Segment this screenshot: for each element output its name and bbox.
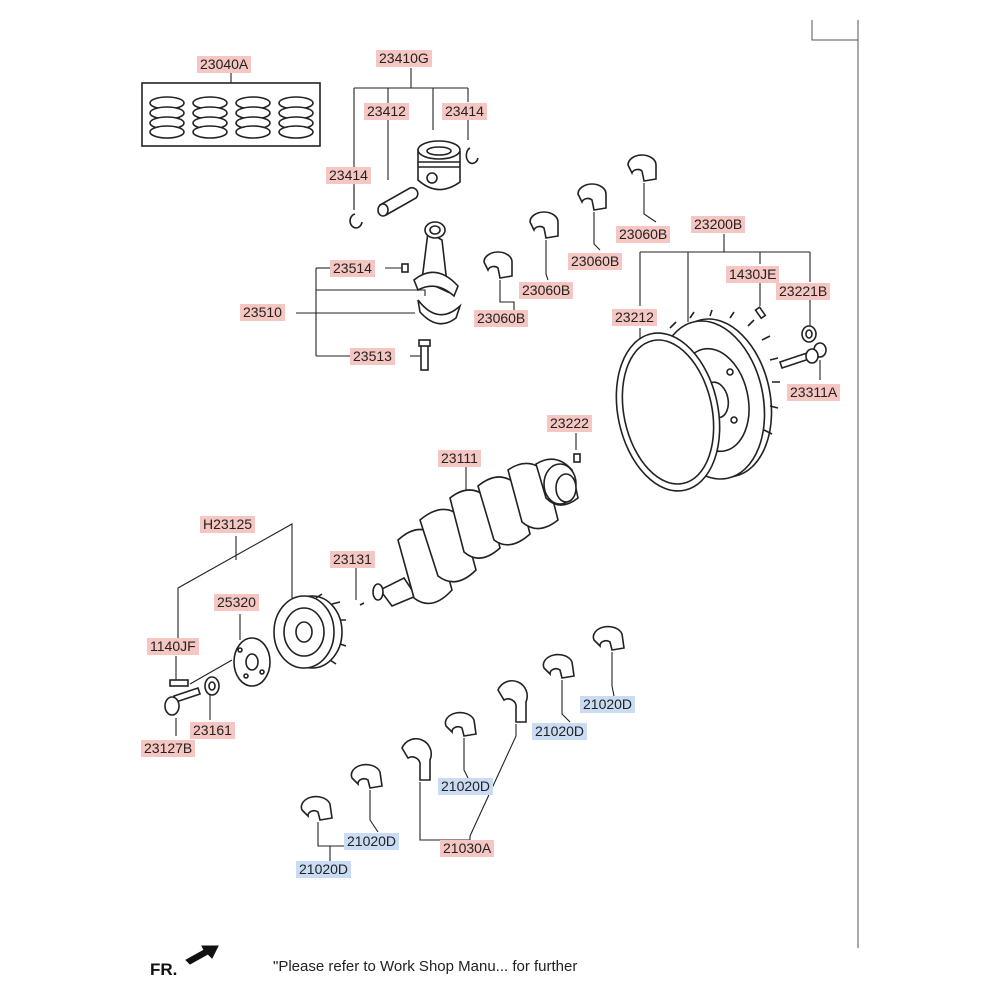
upper-bearing-3[interactable] (577, 183, 607, 211)
upper-bearing-2[interactable] (529, 211, 559, 239)
snap-ring-lower[interactable] (349, 213, 363, 229)
label-23200B[interactable]: 23200B (691, 216, 746, 233)
lower-bearing-4[interactable] (542, 653, 575, 679)
piston[interactable] (417, 140, 461, 191)
label-21020D-2[interactable]: 21020D (532, 723, 588, 740)
flywheel-bolts[interactable] (778, 342, 827, 370)
upper-bearing-4[interactable] (627, 154, 657, 182)
label-23412[interactable]: 23412 (364, 103, 409, 120)
damper-pulley[interactable] (273, 593, 347, 669)
label-23127B[interactable]: 23127B (141, 740, 196, 757)
label-23410G[interactable]: 23410G (376, 50, 432, 67)
conrod-leaders (296, 267, 426, 357)
front-direction-label: FR. (150, 960, 178, 979)
ring-gear[interactable] (602, 323, 733, 500)
label-23060B-4[interactable]: 23060B (616, 226, 671, 243)
label-23311A[interactable]: 23311A (787, 384, 841, 401)
label-23060B-1[interactable]: 23060B (474, 310, 529, 327)
label-1140JF[interactable]: 1140JF (147, 638, 199, 655)
piston-pin[interactable] (377, 186, 419, 217)
piston-ring-set[interactable] (141, 82, 321, 147)
crankshaft-sprocket-flange[interactable] (233, 637, 271, 687)
label-21020D-3[interactable]: 21020D (438, 778, 494, 795)
lower-bearing-3[interactable] (444, 711, 477, 737)
damper-washer[interactable] (204, 676, 220, 696)
label-21030A[interactable]: 21030A (440, 840, 495, 857)
label-23060B-2[interactable]: 23060B (519, 282, 574, 299)
crankshaft-pin[interactable] (573, 453, 581, 463)
label-23222[interactable]: 23222 (547, 415, 592, 432)
label-23040A[interactable]: 23040A (197, 56, 252, 73)
label-23060B-3[interactable]: 23060B (568, 253, 623, 270)
label-1430JE[interactable]: 1430JE (726, 266, 780, 283)
snap-ring-upper[interactable] (465, 147, 479, 165)
label-23212[interactable]: 23212 (612, 309, 657, 326)
label-23221B[interactable]: 23221B (776, 283, 831, 300)
label-21020D-5[interactable]: 21020D (296, 861, 352, 878)
label-23414-lower[interactable]: 23414 (326, 167, 371, 184)
label-23161[interactable]: 23161 (190, 722, 235, 739)
conrod-cap-bolt[interactable] (418, 339, 431, 371)
upper-bearing-1[interactable] (483, 251, 513, 279)
label-23513[interactable]: 23513 (350, 348, 395, 365)
conrod-bolt[interactable] (401, 263, 409, 273)
label-23131[interactable]: 23131 (330, 551, 375, 568)
dowel-pin[interactable] (754, 306, 767, 320)
flywheel-leaders (639, 234, 821, 380)
front-arrow-icon (185, 945, 219, 965)
damper-small-bolt[interactable] (169, 679, 189, 687)
label-25320[interactable]: 25320 (214, 594, 259, 611)
label-23514[interactable]: 23514 (330, 260, 375, 277)
lower-bearing-1[interactable] (300, 795, 333, 821)
damper-leaders (175, 523, 293, 736)
label-23414-upper[interactable]: 23414 (442, 103, 487, 120)
footer-note: "Please refer to Work Shop Manu... for f… (273, 958, 578, 975)
label-21020D-4[interactable]: 21020D (344, 833, 400, 850)
thrust-washer-1[interactable] (401, 738, 433, 781)
damper-bolt[interactable] (164, 686, 202, 716)
label-H23125[interactable]: H23125 (200, 516, 256, 533)
connecting-rod[interactable] (413, 221, 459, 298)
label-23510[interactable]: 23510 (240, 304, 285, 321)
thrust-washer-2[interactable] (497, 680, 529, 723)
label-23111[interactable]: 23111 (438, 450, 481, 467)
conrod-cap[interactable] (417, 299, 462, 325)
page-frame (811, 20, 859, 948)
lower-bearing-5[interactable] (592, 625, 625, 651)
lower-bearing-2[interactable] (350, 763, 383, 789)
label-21020D-1[interactable]: 21020D (580, 696, 636, 713)
flywheel-washer[interactable] (801, 325, 817, 343)
lower-bearing-leaders (317, 652, 615, 862)
crankshaft[interactable] (359, 458, 579, 607)
